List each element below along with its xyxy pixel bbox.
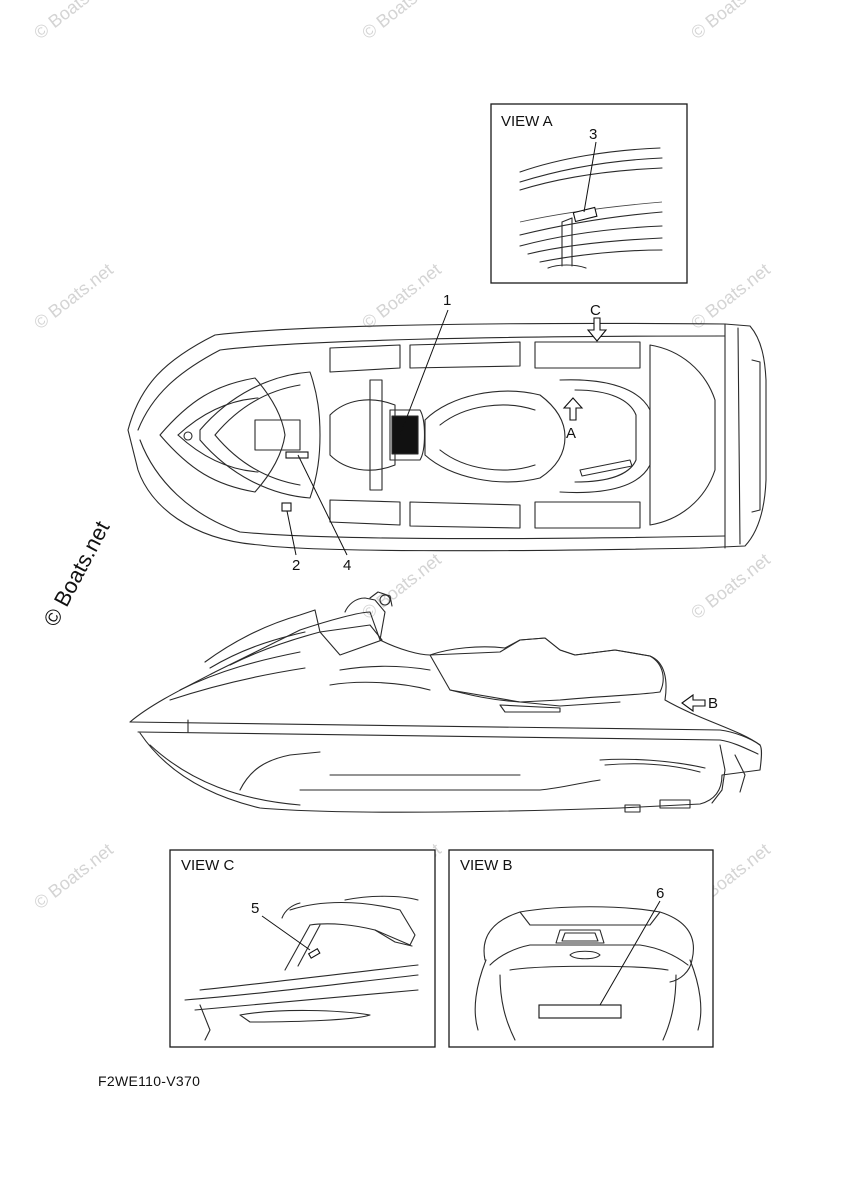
main-watermark: © Boats.net: [38, 517, 114, 631]
callout-6: 6: [656, 885, 664, 902]
decal-2: [281, 502, 292, 512]
decal-6: [538, 1004, 622, 1019]
side-view: B: [129, 591, 763, 813]
view-b-marker: B: [708, 695, 718, 712]
view-a-panel: VIEW A 3: [490, 103, 688, 284]
callout-1: 1: [443, 292, 451, 309]
callout-5: 5: [251, 900, 259, 917]
callout-4: 4: [343, 557, 351, 574]
watermark: © Boats.net: [687, 259, 774, 333]
watermark: © Boats.net: [358, 259, 445, 333]
view-c-marker: C: [590, 302, 601, 319]
watermark: © Boats.net: [687, 549, 774, 623]
diagram-code: F2WE110-V370: [98, 1073, 201, 1089]
callout-2: 2: [292, 557, 300, 574]
view-b-panel: VIEW B 6: [448, 849, 714, 1048]
watermark: © Boats.net: [358, 549, 445, 623]
decal-5: [307, 948, 321, 959]
watermark: © Boats.net: [30, 839, 117, 913]
view-b-title: VIEW B: [460, 857, 513, 874]
view-a-marker: A: [566, 425, 576, 442]
watermark: © Boats.net: [687, 0, 774, 43]
view-c-panel: VIEW C 5: [169, 849, 436, 1048]
view-c-arrow: [586, 317, 608, 342]
decal-4: [285, 451, 309, 459]
view-a-title: VIEW A: [501, 113, 553, 130]
watermark: © Boats.net: [358, 0, 445, 43]
watermark: © Boats.net: [30, 259, 117, 333]
top-view: 1 2 4 C A: [127, 292, 767, 574]
callout-3: 3: [589, 126, 597, 143]
view-c-title: VIEW C: [181, 857, 235, 874]
view-b-arrow: [681, 693, 706, 713]
view-a-arrow: [562, 397, 584, 421]
watermark: © Boats.net: [30, 0, 117, 43]
